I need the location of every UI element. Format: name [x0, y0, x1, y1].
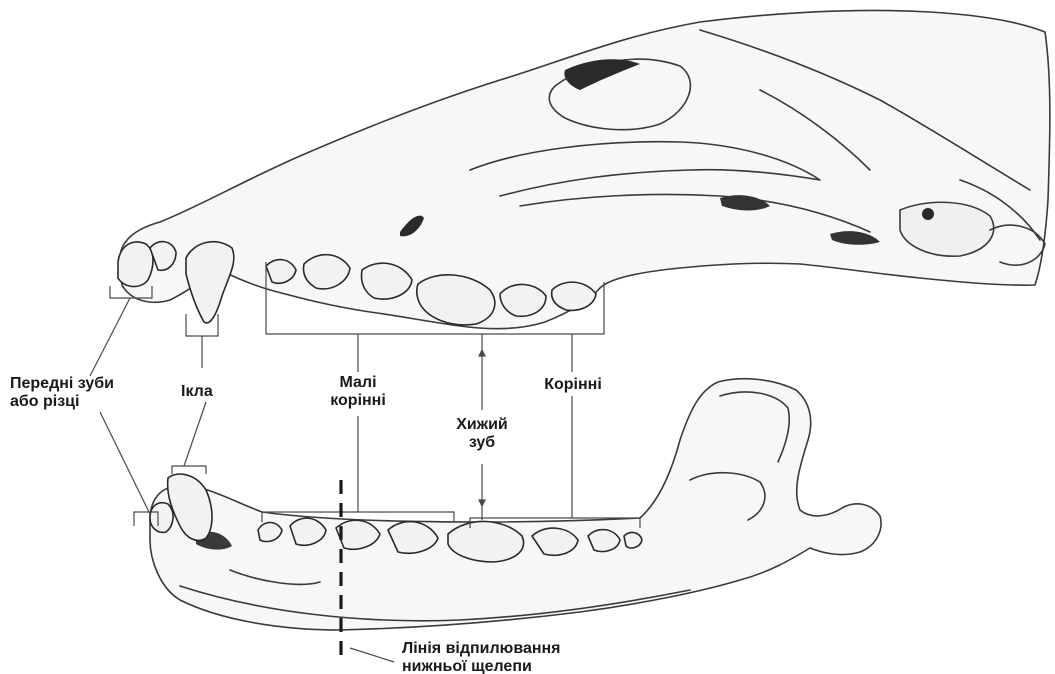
label-saw-line: Лінія відпилювання нижньої щелепи: [402, 640, 561, 674]
bracket-lower-canine: [172, 466, 206, 474]
upper-molar-2: [552, 282, 596, 310]
leader-incisors-up: [90, 298, 130, 376]
cranium: [120, 10, 1050, 328]
label-incisors: Передні зуби або різці: [10, 375, 114, 411]
label-canines: Ікла: [181, 383, 213, 401]
label-carnassial-line2: зуб: [438, 434, 526, 452]
label-molars-text: Корінні: [532, 376, 614, 394]
label-molars: Корінні: [532, 376, 614, 394]
label-saw-line-line2: нижньої щелепи: [402, 658, 561, 674]
upper-canine: [186, 242, 234, 323]
label-incisors-line2: або різці: [10, 393, 114, 411]
carnassial-arrow-bottom: [479, 500, 485, 506]
lower-molar-2: [588, 530, 620, 552]
label-saw-line-line1: Лінія відпилювання: [402, 640, 561, 658]
label-canines-text: Ікла: [181, 383, 213, 401]
leader-incisors-down: [100, 412, 150, 514]
label-premolars: Малі корінні: [316, 374, 400, 410]
cranium-outline: [120, 10, 1050, 328]
label-premolars-line2: корінні: [316, 392, 400, 410]
carnassial-arrow-top: [479, 350, 485, 356]
label-incisors-line1: Передні зуби: [10, 375, 114, 393]
label-carnassial-line1: Хижий: [438, 416, 526, 434]
leader-canine-down: [184, 402, 206, 466]
leader-saw-line: [350, 648, 394, 662]
label-carnassial: Хижий зуб: [438, 416, 526, 452]
ear-canal: [922, 208, 934, 220]
label-premolars-line1: Малі: [316, 374, 400, 392]
upper-incisor: [118, 242, 153, 287]
lower-molar-3: [624, 533, 642, 548]
lower-incisor: [150, 503, 173, 533]
